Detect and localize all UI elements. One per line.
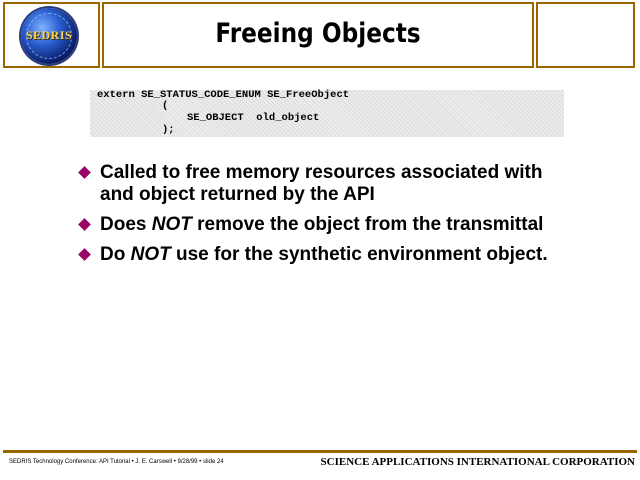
code-line: ); (162, 124, 175, 136)
right-header-panel (536, 2, 635, 68)
bullet-emphasis: NOT (130, 244, 171, 265)
bullet-item: Do NOT use for the synthetic environment… (78, 244, 578, 266)
logo-panel: SEDRIS (3, 2, 100, 68)
bullet-text: use for the synthetic environment object… (170, 244, 548, 265)
code-line: ( (162, 100, 169, 112)
bullet-text: Does (100, 214, 152, 235)
diamond-bullet-icon (78, 218, 91, 231)
title-panel: Freeing Objects (102, 2, 534, 68)
footer-divider (3, 450, 637, 453)
bullet-text: remove the object from the transmittal (191, 214, 544, 235)
code-line: SE_OBJECT old_object (187, 112, 320, 124)
bullet-item: Called to free memory resources associat… (78, 162, 578, 206)
code-block: extern SE_STATUS_CODE_ENUM SE_FreeObject… (90, 89, 564, 137)
diamond-bullet-icon (78, 166, 91, 179)
bullet-text: Called to free memory resources associat… (100, 162, 543, 205)
bullet-emphasis: NOT (151, 214, 192, 235)
bullet-item: Does NOT remove the object from the tran… (78, 214, 578, 236)
logo-text: SEDRIS (25, 28, 73, 42)
page-title: Freeing Objects (215, 18, 421, 49)
diamond-bullet-icon (78, 248, 91, 261)
footer-company: SCIENCE APPLICATIONS INTERNATIONAL CORPO… (320, 456, 635, 468)
code-line: extern SE_STATUS_CODE_ENUM SE_FreeObject (97, 89, 350, 101)
footer-slide-info: SEDRIS Technology Conference: API Tutori… (9, 459, 224, 465)
logo-ring (26, 13, 72, 59)
sedris-logo: SEDRIS (21, 8, 77, 64)
bullet-list: Called to free memory resources associat… (78, 162, 578, 274)
bullet-text: Do (100, 244, 131, 265)
